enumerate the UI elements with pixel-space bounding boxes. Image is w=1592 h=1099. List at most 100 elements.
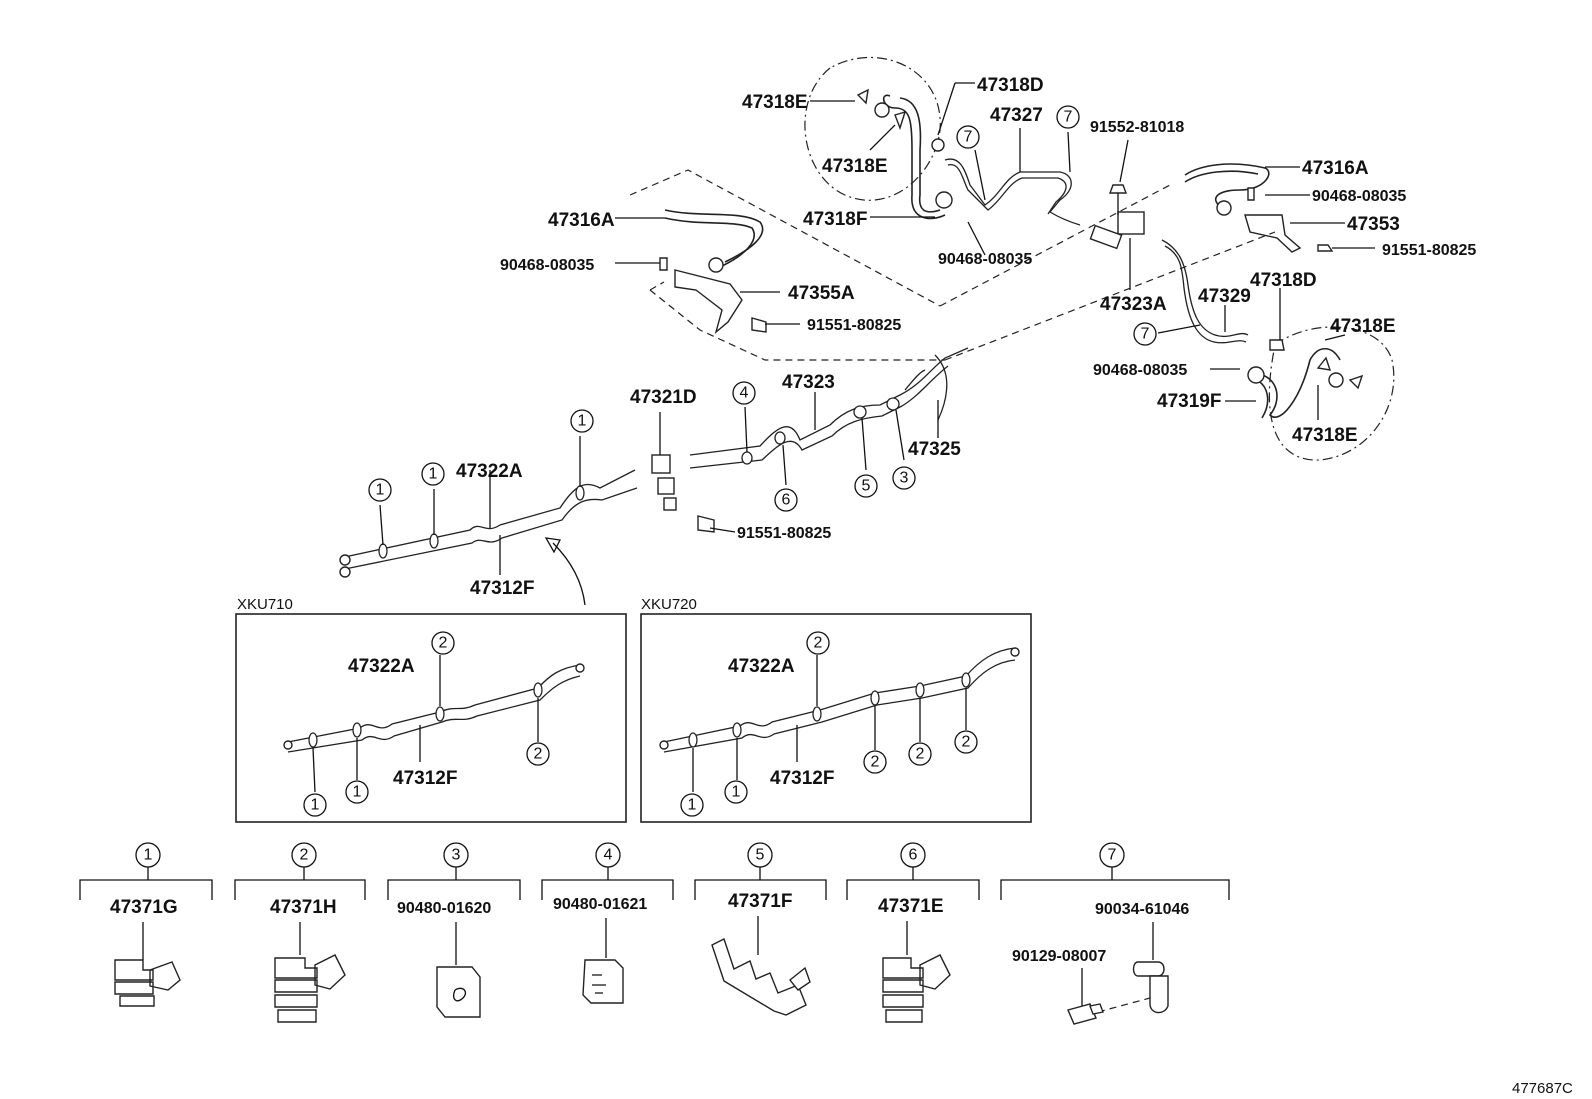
svg-text:7: 7	[1141, 326, 1150, 343]
svg-text:1: 1	[353, 784, 362, 801]
legend-part-90034-61046: 90034-61046	[1095, 901, 1189, 918]
svg-text:6: 6	[782, 492, 791, 509]
legend: 1 47371G 2 47371H 3 90480-01620 4 90	[79, 842, 1230, 1025]
hose-47316A-right	[1184, 163, 1270, 211]
junction-47321D	[651, 454, 671, 474]
label-47316A-left: 47316A	[548, 210, 615, 231]
svg-text:1: 1	[578, 413, 587, 430]
label-47323A: 47323A	[1100, 294, 1167, 315]
legend-part-47371E: 47371E	[878, 896, 944, 917]
hose-47318F	[899, 97, 941, 213]
legend-item-4: 4 90480-01621	[541, 842, 674, 1004]
label-91551-80825-bottom: 91551-80825	[737, 525, 831, 542]
svg-text:2: 2	[916, 746, 925, 763]
label-47321D: 47321D	[630, 387, 697, 408]
label-90468-08035-left: 90468-08035	[500, 257, 594, 274]
legend-part-47371F: 47371F	[728, 891, 792, 912]
variant-label-xku720: XKU720	[641, 596, 697, 613]
svg-text:2: 2	[534, 746, 543, 763]
label-90468-08035-bottom: 90468-08035	[1093, 362, 1187, 379]
leader-lines	[379, 82, 1375, 575]
legend-item-1: 1 47371G	[79, 842, 213, 1007]
legend-item-5: 5 47371F	[694, 842, 827, 1016]
callouts-main: 7 7 7 1 1 1 4 6 5 3	[368, 105, 1157, 512]
label-47318D-b: 47318D	[1250, 270, 1317, 291]
detail-ellipse-lower	[1268, 326, 1395, 461]
label-47318E-a: 47318E	[742, 92, 808, 113]
svg-text:1: 1	[376, 482, 385, 499]
xku720-label-47312F: 47312F	[770, 768, 834, 789]
detail-ellipse-upper	[804, 56, 941, 201]
svg-text:5: 5	[756, 847, 765, 864]
xku710-label-47322A: 47322A	[348, 656, 415, 677]
label-47318F: 47318F	[803, 209, 867, 230]
svg-text:3: 3	[900, 470, 909, 487]
svg-text:1: 1	[429, 466, 438, 483]
legend-part-90480-01620: 90480-01620	[397, 900, 491, 917]
label-47318E-c: 47318E	[1330, 316, 1396, 337]
label-47327: 47327	[990, 105, 1043, 126]
svg-text:2: 2	[439, 635, 448, 652]
label-47353: 47353	[1347, 214, 1400, 235]
legend-part-47371H: 47371H	[270, 897, 337, 918]
label-47355A: 47355A	[788, 283, 855, 304]
svg-text:7: 7	[1108, 847, 1117, 864]
svg-text:2: 2	[871, 754, 880, 771]
variant-box-xku710	[235, 613, 627, 823]
svg-text:2: 2	[962, 734, 971, 751]
svg-text:6: 6	[909, 847, 918, 864]
svg-text:1: 1	[311, 797, 320, 814]
label-47318D-a: 47318D	[977, 75, 1044, 96]
junction-block	[1117, 211, 1145, 235]
svg-text:1: 1	[732, 784, 741, 801]
svg-text:7: 7	[1064, 109, 1073, 126]
legend-part-47371G: 47371G	[110, 897, 178, 918]
pipe-47329	[1161, 239, 1249, 338]
xku720-label-47322A: 47322A	[728, 656, 795, 677]
drawing-number: 477687C	[1512, 1080, 1573, 1097]
label-47318E-d: 47318E	[1292, 425, 1358, 446]
label-91552-81018: 91552-81018	[1090, 119, 1184, 136]
legend-item-2: 2 47371H	[234, 842, 366, 1023]
svg-text:7: 7	[964, 129, 973, 146]
label-47322A: 47322A	[456, 461, 523, 482]
bracket-group-dashed	[629, 169, 945, 361]
label-47316A-right: 47316A	[1302, 158, 1369, 179]
legend-item-7: 7 90034-61046 90129-08007	[1000, 842, 1230, 1025]
bracket-47355A	[674, 269, 743, 334]
label-47312F: 47312F	[470, 578, 534, 599]
pipe-47323	[689, 347, 969, 456]
svg-text:1: 1	[144, 847, 153, 864]
pipe-47322A-main	[339, 469, 636, 559]
svg-text:3: 3	[452, 847, 461, 864]
label-47329: 47329	[1198, 286, 1251, 307]
label-90468-08035-mid: 90468-08035	[938, 251, 1032, 268]
label-47319F: 47319F	[1157, 391, 1221, 412]
label-91551-80825-right: 91551-80825	[1382, 242, 1476, 259]
svg-text:2: 2	[300, 847, 309, 864]
svg-text:1: 1	[688, 797, 697, 814]
xku710-label-47312F: 47312F	[393, 768, 457, 789]
legend-item-6: 6 47371E	[846, 842, 980, 1023]
xku710-pipe: 2 1 1 2	[283, 631, 585, 817]
label-90468-08035-right: 90468-08035	[1312, 188, 1406, 205]
variant-label-xku710: XKU710	[237, 596, 293, 613]
variant-box-xku720	[640, 613, 1032, 823]
legend-item-3: 3 90480-01620	[387, 842, 521, 1018]
label-91551-80825-mid: 91551-80825	[807, 317, 901, 334]
arrow-variant	[552, 542, 586, 606]
hose-47319F	[1261, 347, 1341, 418]
svg-text:2: 2	[814, 635, 823, 652]
legend-part-90129-08007: 90129-08007	[1012, 948, 1106, 965]
hose-47316A-left	[664, 209, 764, 263]
svg-text:5: 5	[862, 478, 871, 495]
label-47318E-b: 47318E	[822, 156, 888, 177]
legend-part-90480-01621: 90480-01621	[553, 896, 647, 913]
svg-text:4: 4	[604, 847, 613, 864]
label-47323: 47323	[782, 372, 835, 393]
xku720-pipe: 2 1 1 2 2 2	[659, 631, 1020, 817]
pipe-47327	[944, 158, 1081, 226]
label-47325: 47325	[908, 439, 961, 460]
svg-text:4: 4	[740, 385, 749, 402]
